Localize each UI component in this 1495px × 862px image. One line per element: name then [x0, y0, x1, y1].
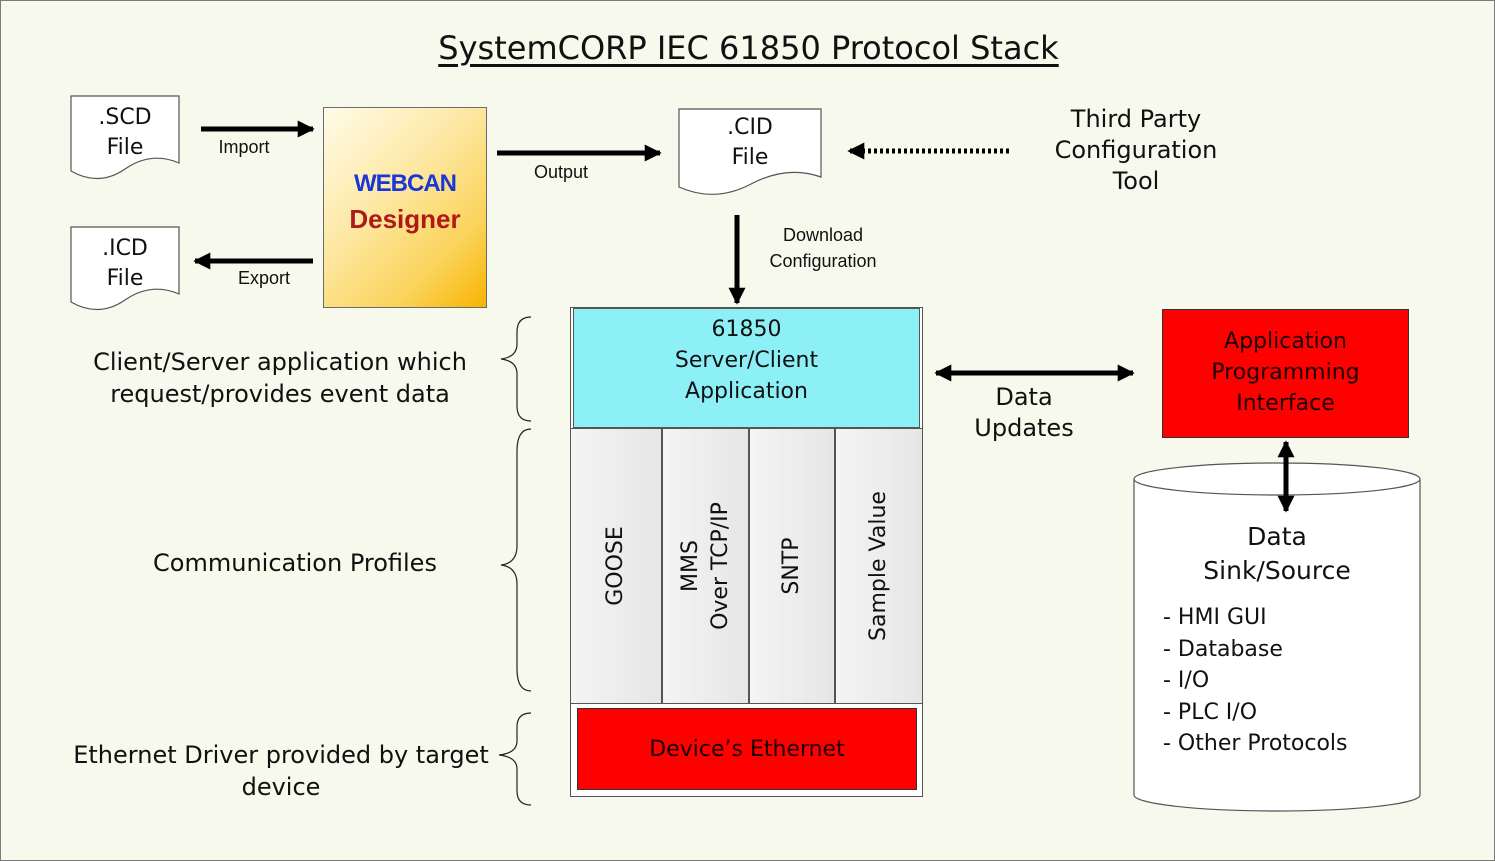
device-ethernet-box: Device’s Ethernet [577, 708, 917, 790]
profile-sample-value: Sample Value [835, 428, 923, 704]
third-party-line-3: Tool [1112, 167, 1160, 195]
profile-mms-label: MMS Over TCP/IP [676, 502, 736, 630]
import-label: Import [218, 137, 270, 157]
icd-file-label: .ICD File [71, 234, 179, 294]
ethernet-line-1: Ethernet Driver provided by target [73, 741, 489, 769]
api-label: Application Programming Interface [1163, 326, 1408, 419]
cid-ext: .CID [727, 115, 773, 140]
data-sink-list: - HMI GUI - Database - I/O - PLC I/O - O… [1163, 602, 1348, 760]
data-sink-item: - Database [1163, 636, 1283, 662]
api-line-3: Interface [1236, 391, 1335, 416]
ethernet-line-2: device [241, 773, 321, 801]
data-updates-line-1: Data [995, 383, 1053, 411]
icd-ext: .ICD [102, 236, 148, 261]
third-party-line-1: Third Party [1070, 105, 1202, 133]
client-server-brace-label: Client/Server application which request/… [51, 346, 509, 410]
server-client-text: 61850 Server/Client Application [574, 314, 919, 407]
data-updates-line-2: Updates [974, 414, 1074, 442]
sample-value-text: Sample Value [866, 491, 891, 641]
scd-file-label: .SCD File [71, 103, 179, 163]
database-cylinder-top [1133, 462, 1421, 496]
cid-word: File [731, 145, 769, 170]
profile-goose: GOOSE [570, 428, 662, 704]
third-party-tool-label: Third Party Configuration Tool [1031, 104, 1241, 197]
diagram-title: SystemCORP IEC 61850 Protocol Stack [438, 29, 1059, 67]
server-client-line-3: Application [685, 379, 808, 404]
data-sink-item: - HMI GUI [1163, 605, 1267, 630]
data-sink-item: - PLC I/O [1163, 699, 1258, 725]
device-ethernet-label: Device’s Ethernet [649, 737, 845, 762]
data-sink-item: - I/O [1163, 668, 1210, 693]
mms-text-line-1: MMS [677, 540, 703, 592]
export-label: Export [237, 268, 291, 288]
sntp-text: SNTP [779, 537, 804, 595]
webcan-designer-box: WEBCAN Designer [323, 107, 487, 308]
api-line-2: Programming [1211, 360, 1360, 385]
data-sink-item: - Other Protocols [1163, 731, 1348, 756]
mms-text-line-2: Over TCP/IP [707, 502, 733, 630]
icd-word: File [106, 266, 144, 291]
data-sink-heading: Data Sink/Source [1134, 520, 1420, 588]
client-server-line-1: Client/Server application which [93, 348, 467, 376]
client-server-line-2: request/provides event data [110, 380, 450, 408]
download-line-2: Configuration [769, 251, 877, 271]
profile-mms: MMS Over TCP/IP [662, 428, 749, 704]
api-line-1: Application [1224, 329, 1347, 354]
server-client-application-box: 61850 Server/Client Application [573, 308, 920, 428]
server-client-line-2: Server/Client [674, 348, 819, 373]
server-client-line-1: 61850 [711, 317, 782, 342]
ethernet-brace-label: Ethernet Driver provided by target devic… [41, 739, 521, 803]
scd-word: File [106, 135, 144, 160]
third-party-line-2: Configuration [1054, 136, 1218, 164]
download-line-1: Download [782, 225, 864, 245]
profile-sntp: SNTP [749, 428, 835, 704]
cid-file-label: .CID File [679, 113, 821, 173]
output-label: Output [533, 162, 589, 182]
profile-sntp-label: SNTP [777, 537, 807, 594]
api-box: Application Programming Interface [1162, 309, 1409, 438]
data-sink-heading-line-2: Sink/Source [1203, 556, 1351, 585]
download-configuration-label: Download Configuration [753, 222, 893, 274]
data-updates-label: Data Updates [969, 382, 1079, 444]
scd-ext: .SCD [98, 105, 152, 130]
webcan-logo-line-2: Designer [349, 204, 461, 234]
profile-goose-label: GOOSE [601, 526, 631, 606]
profile-sample-value-label: Sample Value [864, 491, 894, 641]
data-sink-heading-line-1: Data [1247, 522, 1307, 551]
webcan-logo-line-1: WEBCAN [354, 170, 457, 197]
goose-text: GOOSE [603, 526, 628, 606]
communication-profiles-brace-label: Communication Profiles [153, 549, 437, 577]
